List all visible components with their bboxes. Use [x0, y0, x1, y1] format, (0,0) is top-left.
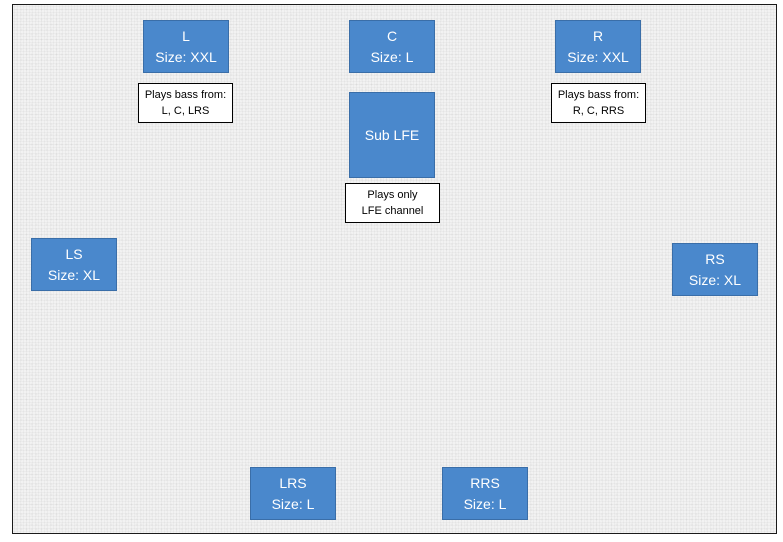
note-right-bass: Plays bass from: R, C, RRS: [551, 83, 646, 123]
note-left-bass: Plays bass from: L, C, LRS: [138, 83, 233, 123]
speaker-lrs-size: Size: L: [271, 495, 315, 512]
note-sub-line2: LFE channel: [361, 205, 424, 217]
speaker-l-size: Size: XXL: [155, 48, 217, 65]
speaker-rrs: RRS Size: L: [442, 467, 528, 520]
speaker-l-name: L: [182, 27, 190, 44]
note-left-line2: L, C, LRS: [161, 105, 210, 117]
speaker-lrs: LRS Size: L: [250, 467, 336, 520]
speaker-ls: LS Size: XL: [31, 238, 117, 291]
speaker-rs-size: Size: XL: [688, 271, 742, 288]
note-sub-line1: Plays only: [367, 189, 418, 201]
speaker-r: R Size: XXL: [555, 20, 641, 73]
speaker-rs: RS Size: XL: [672, 243, 758, 296]
speaker-c: C Size: L: [349, 20, 435, 73]
speaker-sub-name: Sub LFE: [364, 126, 420, 143]
speaker-r-name: R: [592, 27, 604, 44]
speaker-ls-size: Size: XL: [47, 266, 101, 283]
speaker-ls-name: LS: [65, 245, 83, 262]
speaker-r-size: Size: XXL: [567, 48, 629, 65]
room-diagram: [12, 4, 777, 534]
speaker-c-name: C: [386, 27, 398, 44]
speaker-rrs-size: Size: L: [463, 495, 507, 512]
note-right-line1: Plays bass from:: [557, 89, 640, 101]
speaker-c-size: Size: L: [370, 48, 414, 65]
speaker-sub-lfe: Sub LFE: [349, 92, 435, 178]
speaker-lrs-name: LRS: [279, 474, 307, 491]
speaker-l: L Size: XXL: [143, 20, 229, 73]
speaker-rrs-name: RRS: [470, 474, 500, 491]
note-left-line1: Plays bass from:: [144, 89, 227, 101]
note-right-line2: R, C, RRS: [572, 105, 625, 117]
note-sub-lfe: Plays only LFE channel: [345, 183, 440, 223]
speaker-rs-name: RS: [705, 250, 725, 267]
